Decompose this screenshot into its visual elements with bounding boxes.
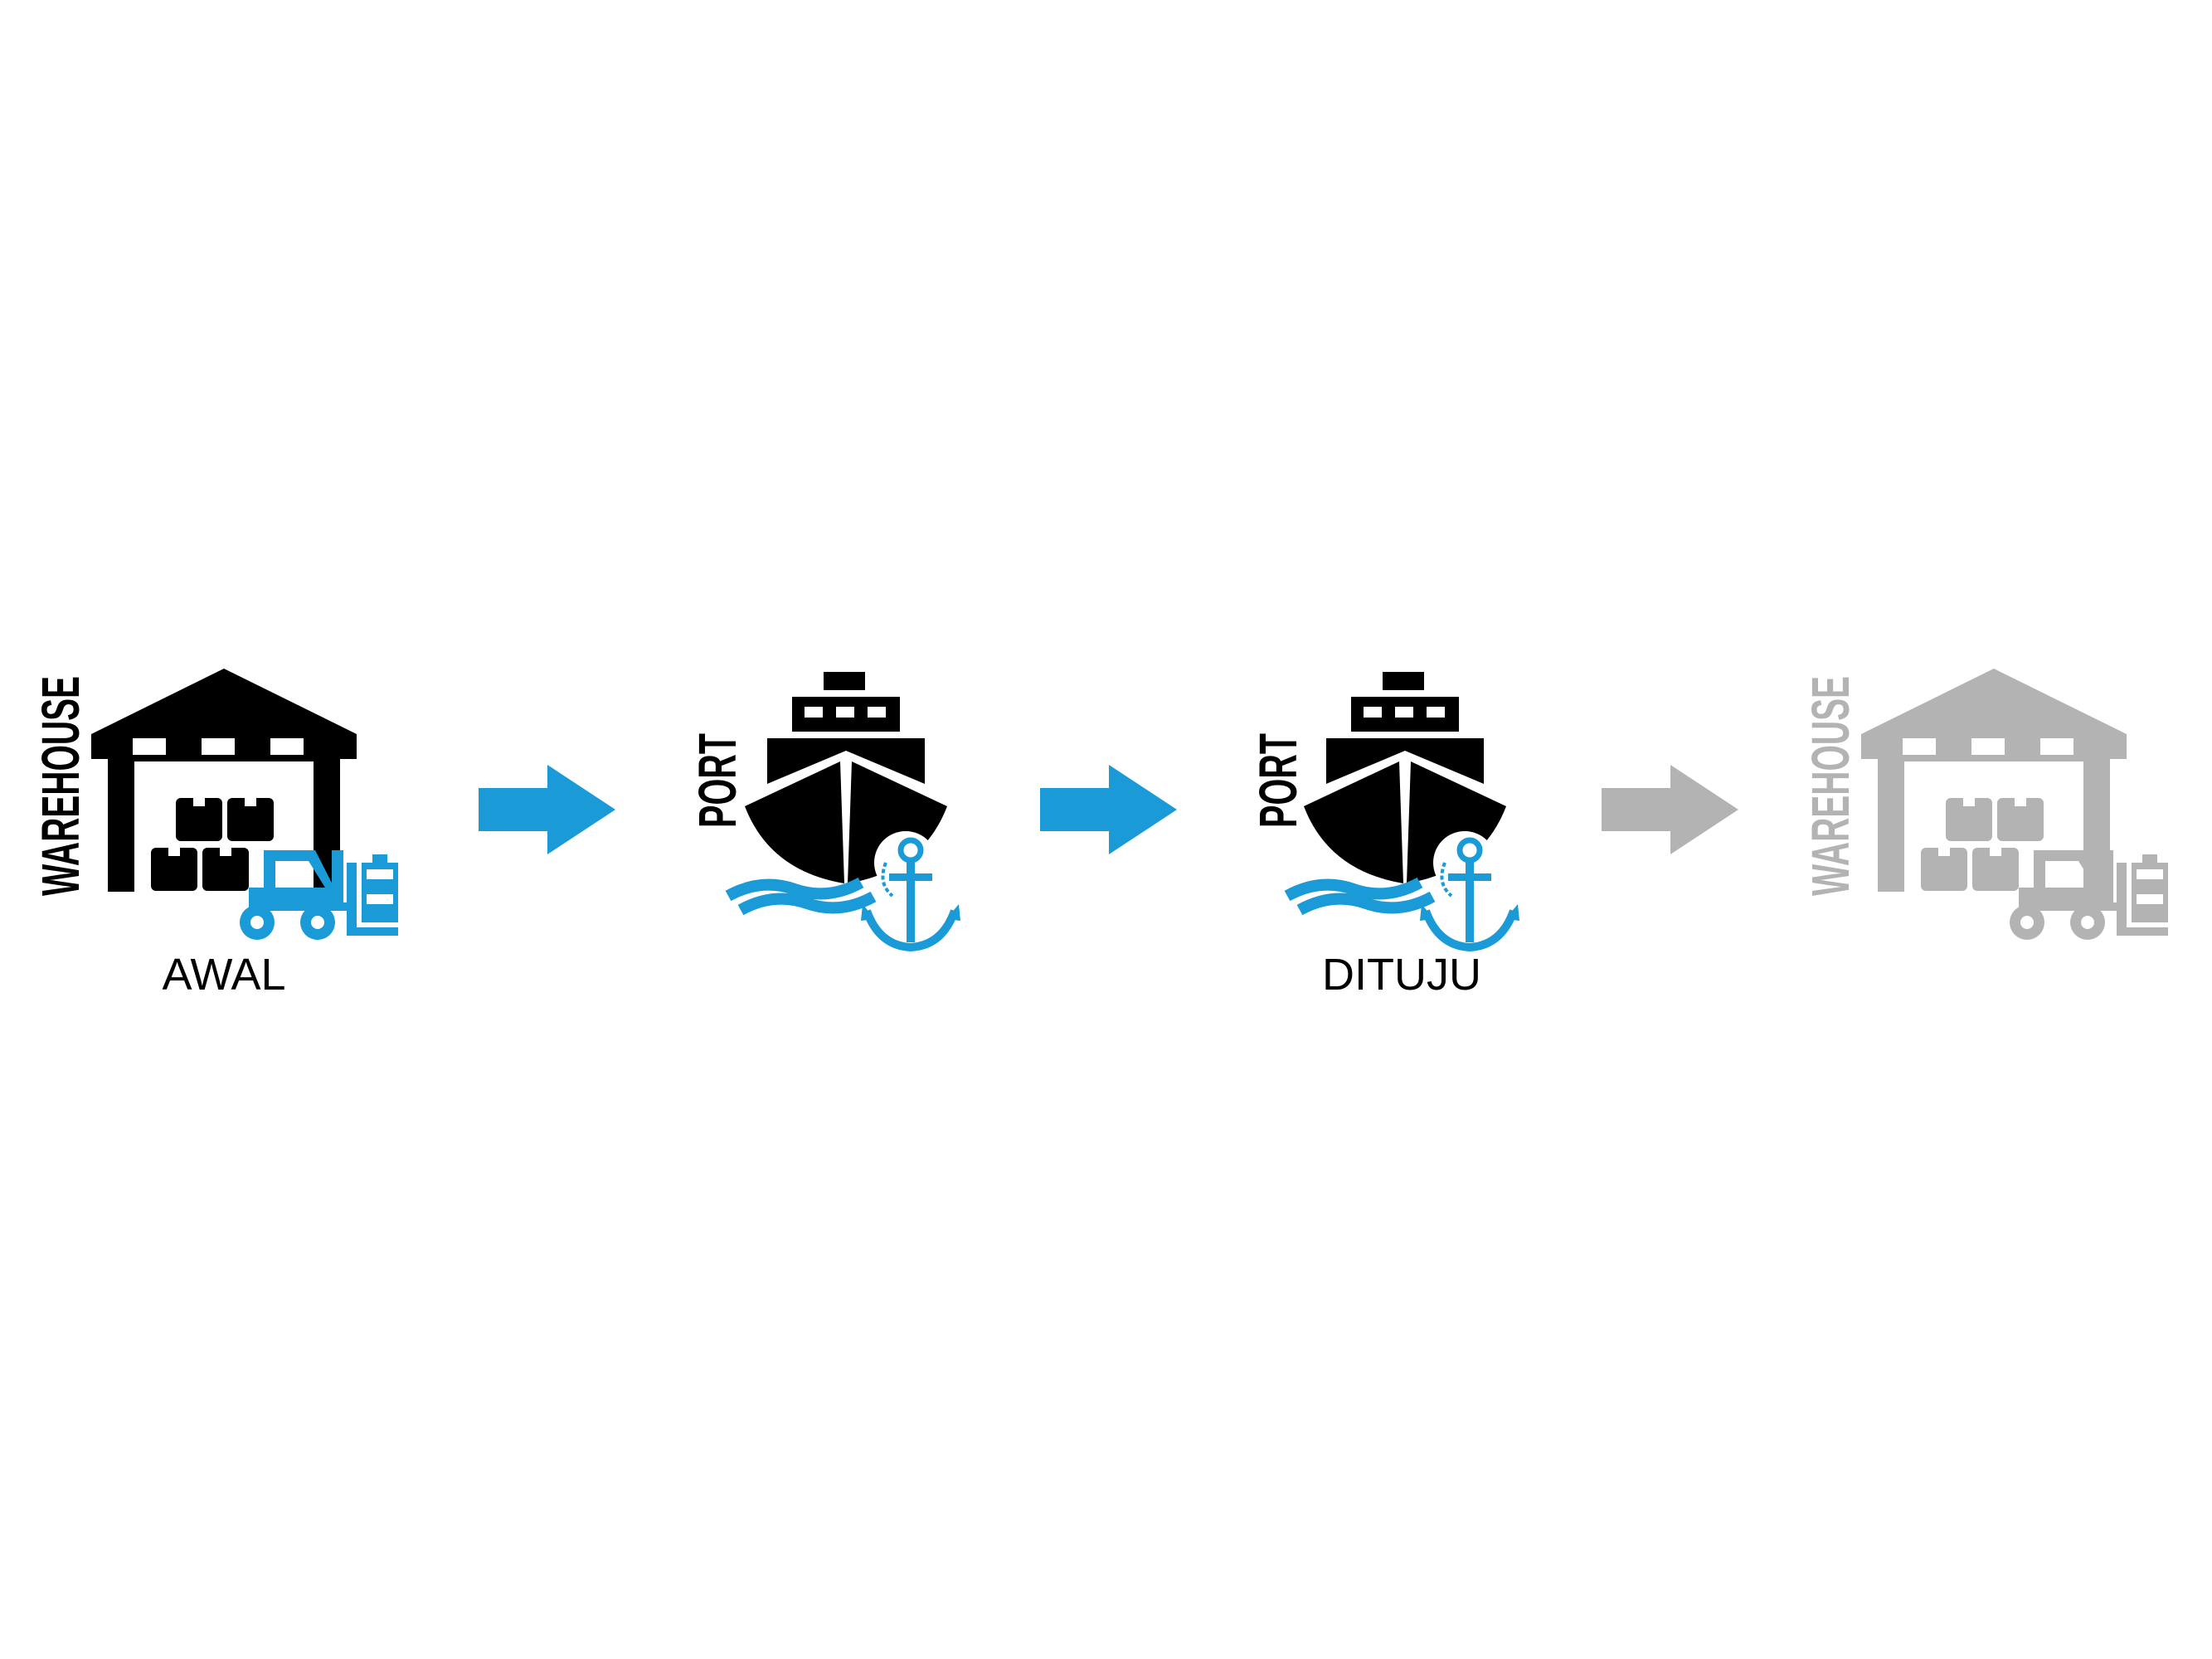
anchor-icon <box>1420 831 1519 952</box>
node-warehouse-final: WAREHOUSE <box>1801 669 2168 940</box>
node-warehouse-origin: WAREHOUSE <box>31 669 398 1000</box>
port-vertical-label: PORT <box>1248 733 1308 828</box>
node-port-departure: PORT <box>688 672 960 952</box>
origin-caption: AWAL <box>162 950 285 1000</box>
arrow-right-icon <box>479 765 615 854</box>
ship-anchor-icon <box>1284 672 1519 952</box>
warehouse-vertical-label: WAREHOUSE <box>31 676 90 896</box>
destination-caption: DITUJU <box>1322 950 1481 1000</box>
port-vertical-label: PORT <box>688 733 747 828</box>
ship-anchor-icon <box>725 672 960 952</box>
node-port-destination: PORT DITUJU <box>1248 672 1519 1000</box>
arrow-right-icon <box>1040 765 1177 854</box>
warehouse-forklift-icon <box>91 669 398 940</box>
anchor-icon <box>861 831 960 952</box>
flow-arrow-2 <box>1040 765 1177 854</box>
flow-arrow-3 <box>1602 765 1738 854</box>
arrow-right-icon <box>1602 765 1738 854</box>
flow-arrow-1 <box>479 765 615 854</box>
warehouse-vertical-label: WAREHOUSE <box>1801 676 1860 896</box>
warehouse-forklift-icon <box>1861 669 2168 940</box>
